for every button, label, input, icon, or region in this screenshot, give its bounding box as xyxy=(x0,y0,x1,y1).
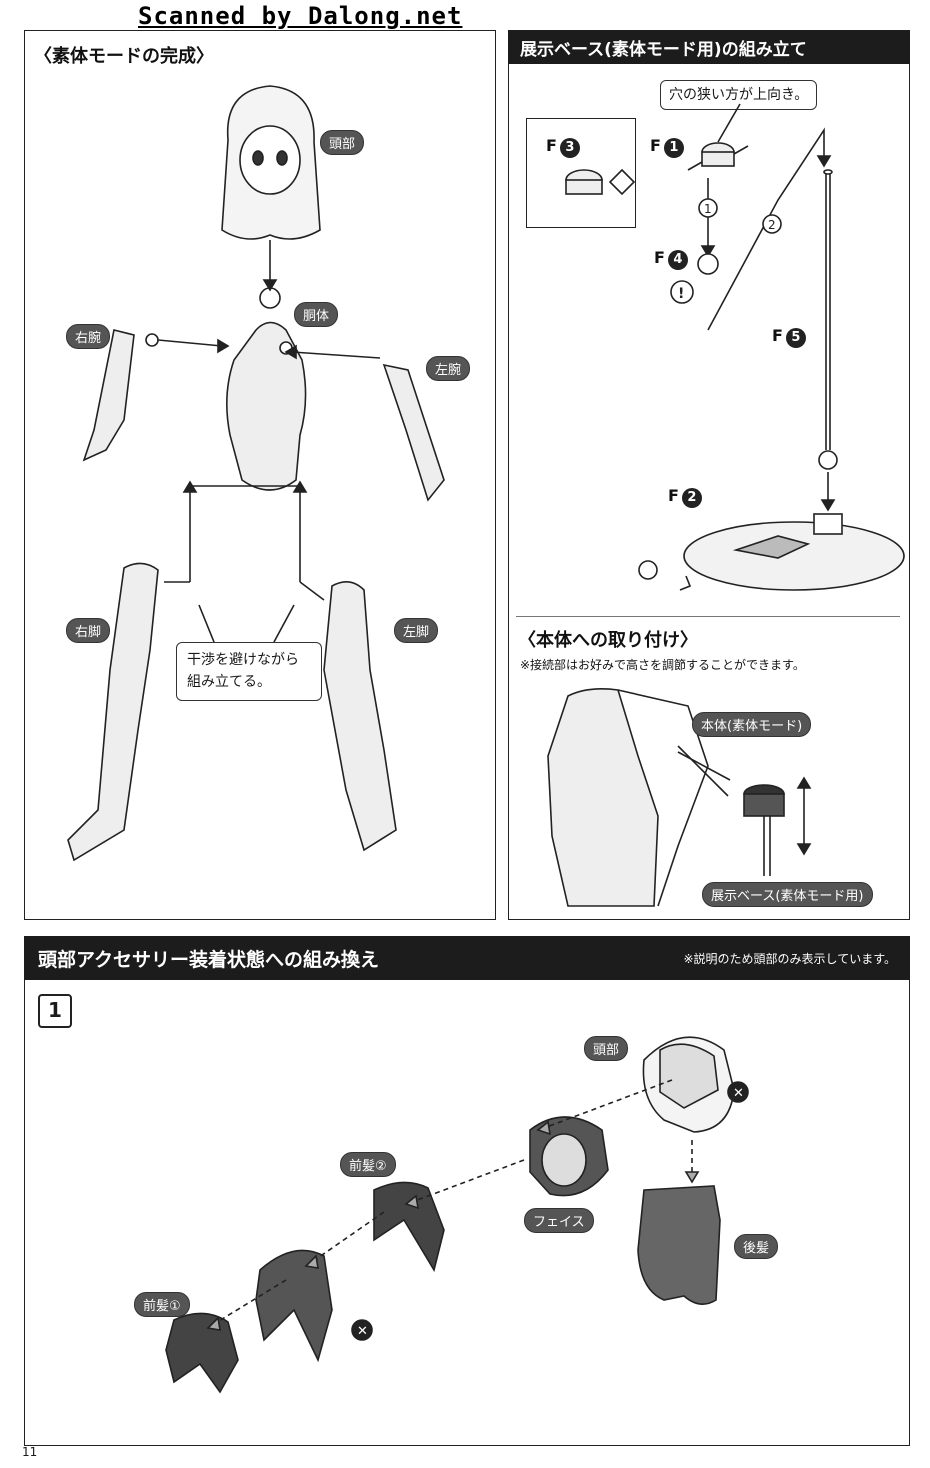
label-back-hair: 後髪 xyxy=(734,1234,779,1259)
label-bangs2: 前髪② xyxy=(340,1152,396,1177)
step-mark-2: 2 xyxy=(768,218,776,232)
svg-text:✕: ✕ xyxy=(357,1324,368,1339)
label-right-leg: 右脚 xyxy=(66,618,111,643)
label-display-base: 展示ベース(素体モード用) xyxy=(702,882,873,907)
bottom-note: ※説明のため頭部のみ表示しています。 xyxy=(683,951,897,966)
figure-illustration xyxy=(67,85,445,862)
svg-text:!: ! xyxy=(678,286,684,302)
display-base-illustration: 1 ! 2 xyxy=(565,103,905,591)
step-mark-1: 1 xyxy=(704,202,712,216)
section-bar-display-base: 展示ベース(素体モード用)の組み立て xyxy=(508,30,910,64)
label-body-mode: 本体(素体モード) xyxy=(692,712,812,737)
watermark: Scanned by Dalong.net xyxy=(138,2,463,30)
callout-avoid-interference: 干渉を避けながら 組み立てる。 xyxy=(176,642,322,701)
label-torso: 胴体 xyxy=(294,302,339,327)
page-number: 11 xyxy=(22,1445,38,1459)
svg-text:✕: ✕ xyxy=(733,1086,744,1101)
attach-illustration xyxy=(547,688,812,907)
label-left-arm: 左腕 xyxy=(426,356,471,381)
attach-note: ※接続部はお好みで高さを調節することができます。 xyxy=(520,658,805,672)
label-bangs1: 前髪① xyxy=(134,1292,190,1317)
label-right-arm: 右腕 xyxy=(66,324,111,349)
inset-f3-box xyxy=(526,118,636,228)
right-panel-divider xyxy=(516,616,900,617)
label-face: フェイス xyxy=(524,1208,594,1233)
step-number: 1 xyxy=(38,994,72,1028)
bottom-title: 頭部アクセサリー装着状態への組み換え xyxy=(38,948,380,971)
label-bottom-head: 頭部 xyxy=(584,1036,629,1061)
head-disassembly-illustration: ✕ ✕ xyxy=(165,1036,749,1394)
section-title-attach: 〈本体への取り付け〉 xyxy=(518,630,698,651)
section-title-body-complete: 〈素体モードの完成〉 xyxy=(34,46,214,67)
section-bar-head-accessory: 頭部アクセサリー装着状態への組み換え ※説明のため頭部のみ表示しています。 xyxy=(24,936,910,980)
label-head: 頭部 xyxy=(320,130,365,155)
label-left-leg: 左脚 xyxy=(394,618,439,643)
